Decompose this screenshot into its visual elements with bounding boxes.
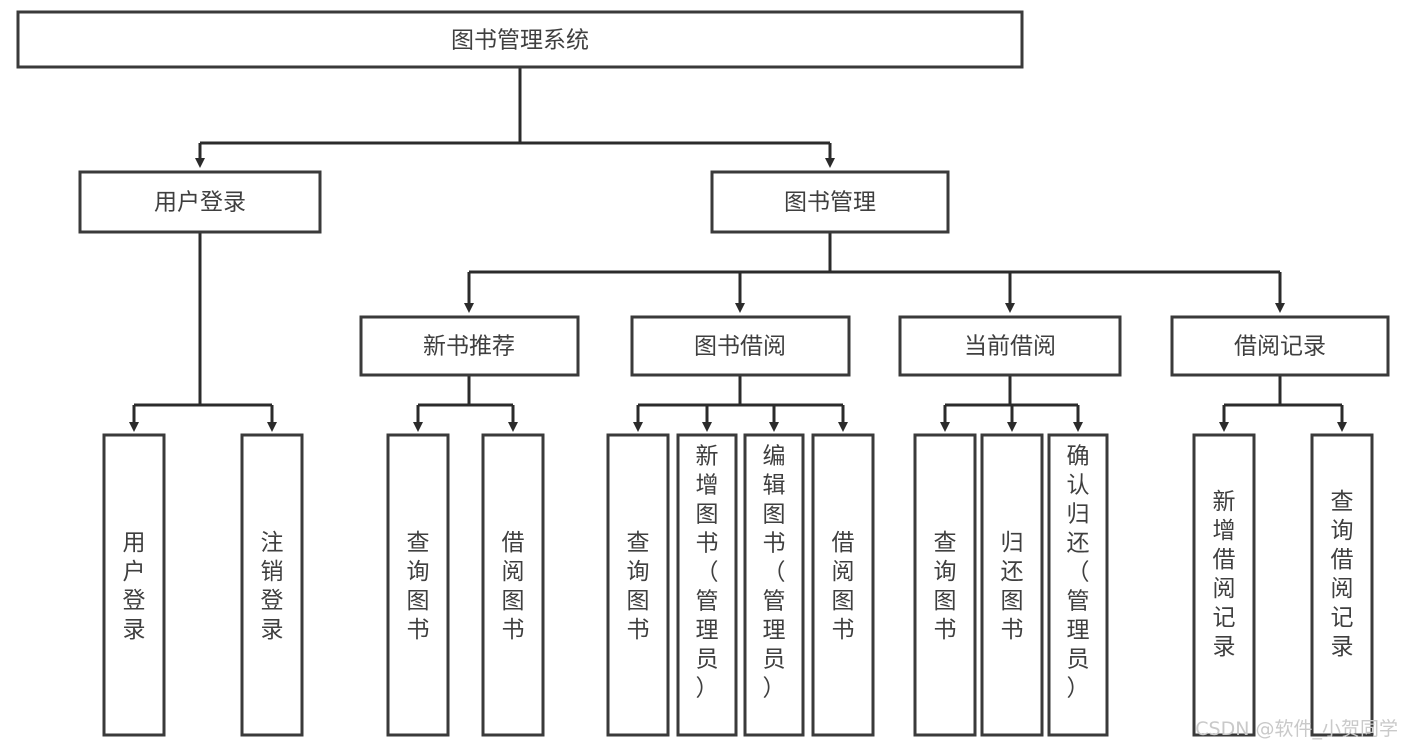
node-book-management-label: 图书管理 <box>784 190 876 216</box>
node-leaf-borrow-book-2-label: 借阅图书 <box>832 530 855 643</box>
node-root-label: 图书管理系统 <box>451 28 589 54</box>
node-leaf-user-login[interactable]: 用户登录 <box>102 433 166 737</box>
connector-layer <box>129 67 1347 432</box>
node-book-management-box[interactable] <box>710 170 950 234</box>
node-current-borrow-box[interactable] <box>898 315 1122 377</box>
node-root-box[interactable] <box>16 10 1024 69</box>
node-leaf-user-login-box[interactable] <box>102 433 166 737</box>
node-book-borrow[interactable]: 图书借阅 <box>630 315 851 377</box>
node-leaf-query-book-1-label: 查询图书 <box>407 530 430 643</box>
node-leaf-confirm-return[interactable]: 确认归还（管理员） <box>1047 433 1109 737</box>
node-leaf-add-book-label: 新增图书（管理员） <box>696 443 719 701</box>
node-leaf-borrow-book-1[interactable]: 借阅图书 <box>481 433 545 737</box>
node-new-book-recommend-label: 新书推荐 <box>423 334 515 360</box>
node-leaf-borrow-book-2-box[interactable] <box>811 433 875 737</box>
node-borrow-record[interactable]: 借阅记录 <box>1170 315 1390 377</box>
node-user-login-label: 用户登录 <box>154 190 246 216</box>
node-leaf-add-borrow-record-label: 新增借阅记录 <box>1213 489 1236 660</box>
node-leaf-query-book-3-label: 查询图书 <box>934 530 957 643</box>
node-root[interactable]: 图书管理系统 <box>16 10 1024 69</box>
node-book-borrow-box[interactable] <box>630 315 851 377</box>
node-leaf-query-book-3-box[interactable] <box>913 433 977 737</box>
node-leaf-edit-book-label: 编辑图书（管理员） <box>763 443 786 701</box>
node-user-login-box[interactable] <box>78 170 322 234</box>
node-leaf-query-book-2-box[interactable] <box>606 433 670 737</box>
node-leaf-add-borrow-record[interactable]: 新增借阅记录 <box>1192 433 1256 737</box>
node-leaf-borrow-book-2[interactable]: 借阅图书 <box>811 433 875 737</box>
node-current-borrow[interactable]: 当前借阅 <box>898 315 1122 377</box>
node-leaf-logout-login-label: 注销登录 <box>261 530 284 643</box>
node-leaf-return-book[interactable]: 归还图书 <box>980 433 1044 737</box>
node-leaf-query-book-3[interactable]: 查询图书 <box>913 433 977 737</box>
node-leaf-logout-login[interactable]: 注销登录 <box>240 433 304 737</box>
node-leaf-confirm-return-label: 确认归还（管理员） <box>1067 443 1090 701</box>
node-leaf-query-book-1[interactable]: 查询图书 <box>386 433 450 737</box>
node-book-management[interactable]: 图书管理 <box>710 170 950 234</box>
node-leaf-query-borrow-record[interactable]: 查询借阅记录 <box>1310 433 1374 737</box>
node-leaf-return-book-box[interactable] <box>980 433 1044 737</box>
node-leaf-query-borrow-record-label: 查询借阅记录 <box>1331 489 1354 660</box>
node-leaf-edit-book-box[interactable] <box>743 433 805 737</box>
node-leaf-logout-login-box[interactable] <box>240 433 304 737</box>
node-leaf-query-book-1-box[interactable] <box>386 433 450 737</box>
node-leaf-query-book-2[interactable]: 查询图书 <box>606 433 670 737</box>
leaf-node-layer: 用户登录 注销登录 查询图书 借阅图书 查询图书 新增图书（管理员） 编辑图书（管理员） 借阅… <box>102 433 1374 737</box>
node-leaf-add-book[interactable]: 新增图书（管理员） <box>676 433 738 737</box>
node-leaf-add-book-box[interactable] <box>676 433 738 737</box>
node-leaf-return-book-label: 归还图书 <box>1001 530 1024 643</box>
node-leaf-confirm-return-box[interactable] <box>1047 433 1109 737</box>
node-current-borrow-label: 当前借阅 <box>964 334 1056 360</box>
node-leaf-edit-book[interactable]: 编辑图书（管理员） <box>743 433 805 737</box>
csdn-watermark: CSDN @软件_小贺同学 <box>1195 718 1398 740</box>
node-leaf-user-login-label: 用户登录 <box>123 530 146 643</box>
node-borrow-record-box[interactable] <box>1170 315 1390 377</box>
node-user-login[interactable]: 用户登录 <box>78 170 322 234</box>
node-new-book-recommend-box[interactable] <box>359 315 580 377</box>
node-leaf-query-borrow-record-box[interactable] <box>1310 433 1374 737</box>
node-leaf-borrow-book-1-box[interactable] <box>481 433 545 737</box>
node-leaf-borrow-book-1-label: 借阅图书 <box>502 530 525 643</box>
node-leaf-add-borrow-record-box[interactable] <box>1192 433 1256 737</box>
node-borrow-record-label: 借阅记录 <box>1234 334 1326 360</box>
node-new-book-recommend[interactable]: 新书推荐 <box>359 315 580 377</box>
node-leaf-query-book-2-label: 查询图书 <box>627 530 650 643</box>
node-book-borrow-label: 图书借阅 <box>694 334 786 360</box>
